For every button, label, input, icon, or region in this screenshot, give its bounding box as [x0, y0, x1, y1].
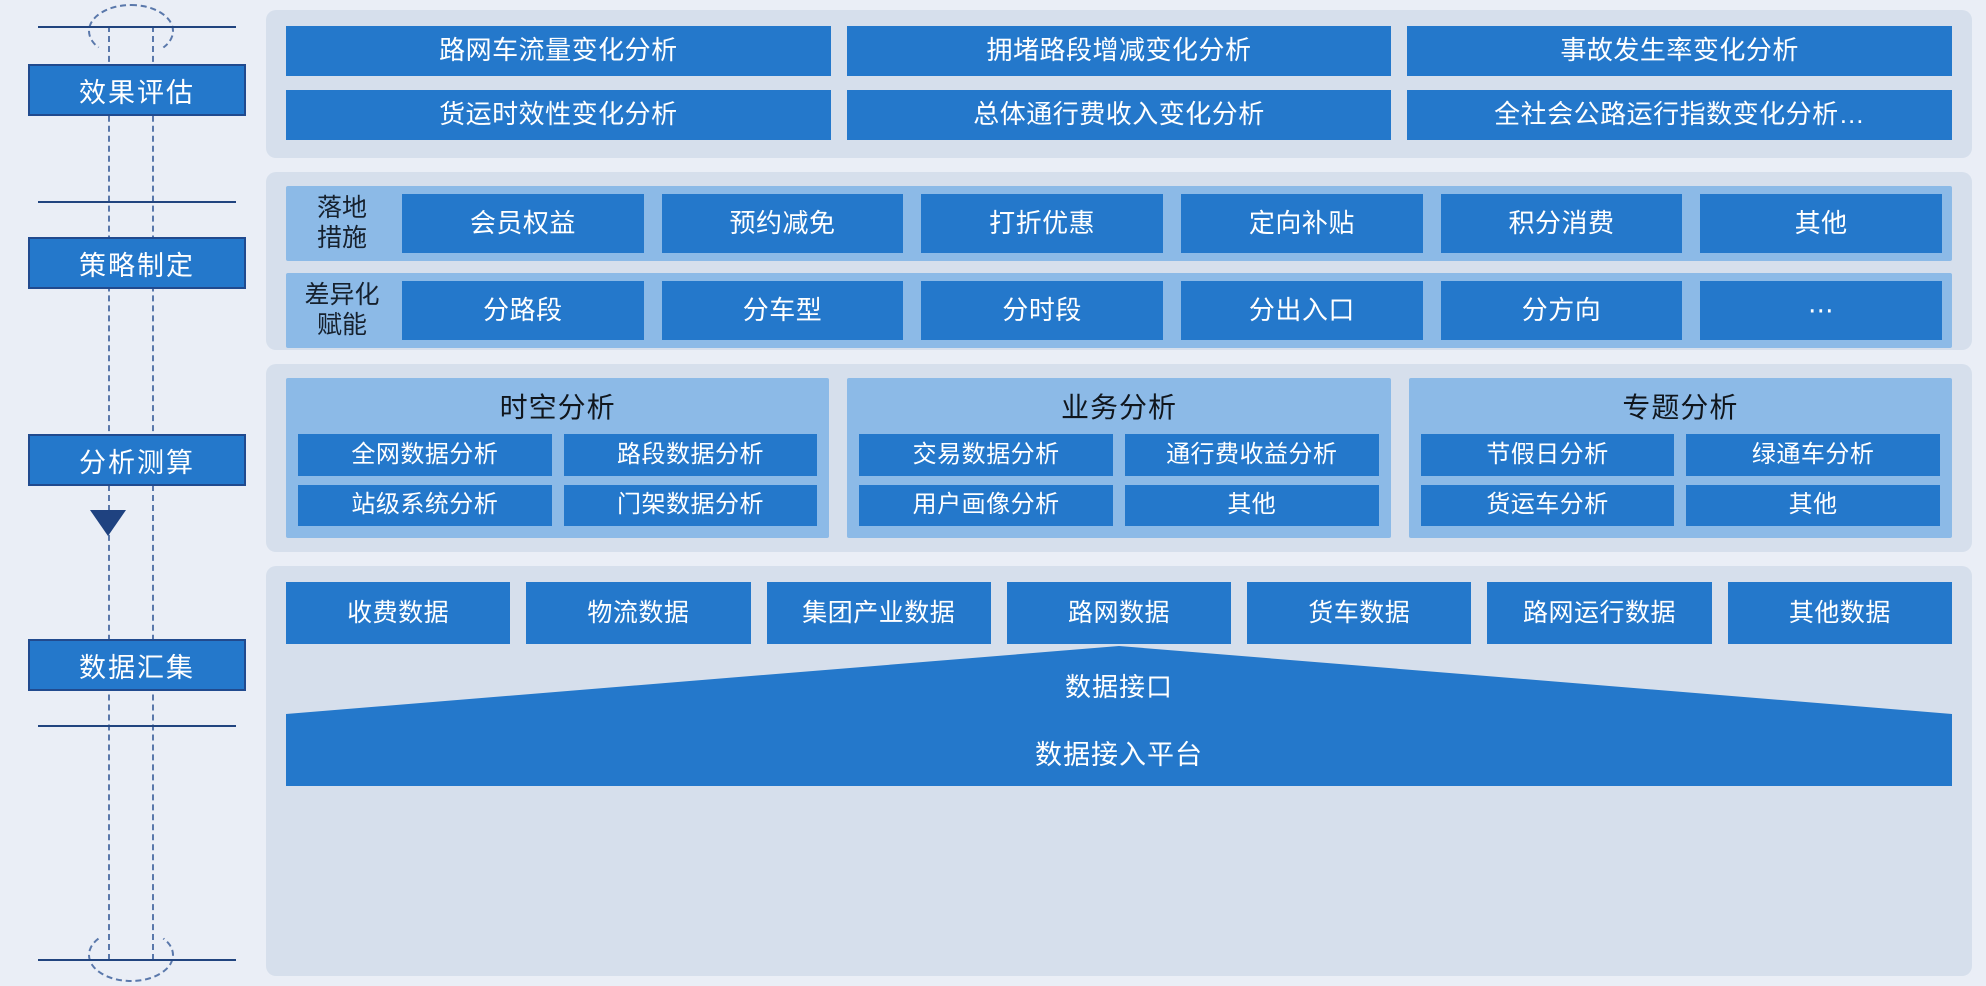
- analysis-item[interactable]: 路段数据分析: [563, 434, 818, 476]
- stage-item-data-collection[interactable]: 数据汇集: [28, 639, 246, 691]
- data-source-item[interactable]: 货车数据: [1247, 582, 1472, 644]
- panel-effect-evaluation: 路网车流量变化分析 拥堵路段增减变化分析 事故发生率变化分析 货运时效性变化分析…: [266, 10, 1972, 158]
- stage-item-strategy[interactable]: 策略制定: [28, 237, 246, 289]
- loop-cap-top: [88, 4, 174, 58]
- analysis-item[interactable]: 全网数据分析: [298, 434, 552, 476]
- loop-dash-left: [108, 26, 110, 960]
- analysis-group-title: 业务分析: [1060, 392, 1177, 423]
- effect-item[interactable]: 总体通行费收入变化分析: [846, 90, 1392, 140]
- strategy-item[interactable]: 分方向: [1440, 281, 1683, 340]
- data-source-item[interactable]: 收费数据: [286, 582, 511, 644]
- data-platform-bar[interactable]: 数据接入平台: [286, 718, 1952, 786]
- strategy-item[interactable]: 会员权益: [402, 194, 644, 253]
- data-source-item[interactable]: 集团产业数据: [766, 582, 991, 644]
- stage-label: 数据汇集: [79, 652, 195, 683]
- strategy-item[interactable]: 分路段: [402, 281, 644, 340]
- data-source-item[interactable]: 物流数据: [526, 582, 751, 644]
- analysis-item[interactable]: 其他: [1124, 484, 1379, 526]
- loop-cap-bottom: [88, 928, 174, 982]
- panel-data-collection: 收费数据 物流数据 集团产业数据 路网数据 货车数据 路网运行数据 其他数据 数…: [266, 566, 1972, 976]
- analysis-group-title: 专题分析: [1622, 392, 1739, 423]
- analysis-group-title: 时空分析: [499, 392, 616, 423]
- analysis-group-spatiotemporal: 时空分析 全网数据分析 路段数据分析 站级系统分析 门架数据分析: [286, 378, 830, 538]
- strategy-row-tiles: 分路段 分车型 分时段 分出入口 分方向 ⋯: [402, 281, 1942, 340]
- stage-item-effect-evaluation[interactable]: 效果评估: [28, 64, 246, 116]
- analysis-group-grid: 节假日分析 绿通车分析 货运车分析 其他: [1420, 434, 1940, 526]
- strategy-item[interactable]: 分出入口: [1181, 281, 1423, 340]
- data-platform-label: 数据接入平台: [1035, 739, 1203, 770]
- effect-evaluation-grid: 路网车流量变化分析 拥堵路段增减变化分析 事故发生率变化分析 货运时效性变化分析…: [286, 26, 1952, 142]
- analysis-item[interactable]: 节假日分析: [1420, 434, 1675, 476]
- strategy-item[interactable]: 预约减免: [661, 194, 904, 253]
- data-interface-chevron[interactable]: 数据接口: [286, 646, 1952, 718]
- arrow-down-icon: [90, 510, 126, 536]
- chevron-up-icon: [286, 646, 1952, 718]
- analysis-group-business: 业务分析 交易数据分析 通行费收益分析 用户画像分析 其他: [847, 378, 1391, 538]
- effect-item[interactable]: 全社会公路运行指数变化分析…: [1407, 90, 1952, 140]
- stage-item-analysis[interactable]: 分析测算: [28, 434, 246, 486]
- rail-divider-2: [38, 201, 236, 203]
- data-source-item[interactable]: 路网数据: [1006, 582, 1232, 644]
- strategy-item[interactable]: 其他: [1700, 194, 1942, 253]
- strategy-row-differentiation: 差异化 赋能 分路段 分车型 分时段 分出入口 分方向 ⋯: [286, 273, 1952, 348]
- strategy-item[interactable]: ⋯: [1700, 281, 1942, 340]
- analysis-item[interactable]: 用户画像分析: [859, 484, 1113, 526]
- analysis-item[interactable]: 交易数据分析: [859, 434, 1113, 476]
- data-interface-label: 数据接口: [1064, 672, 1173, 703]
- analysis-item[interactable]: 站级系统分析: [298, 484, 552, 526]
- data-source-item[interactable]: 其他数据: [1727, 582, 1952, 644]
- stage-label: 分析测算: [79, 447, 195, 478]
- loop-dash-right: [152, 26, 154, 960]
- strategy-item[interactable]: 分时段: [921, 281, 1163, 340]
- strategy-row-label: 差异化 赋能: [304, 281, 380, 339]
- analysis-group-grid: 交易数据分析 通行费收益分析 用户画像分析 其他: [859, 434, 1379, 526]
- stage-label: 效果评估: [79, 77, 195, 108]
- stage-rail: 效果评估 策略制定 分析测算 数据汇集: [0, 0, 266, 986]
- effect-item[interactable]: 事故发生率变化分析: [1407, 26, 1952, 76]
- panel-analysis: 时空分析 全网数据分析 路段数据分析 站级系统分析 门架数据分析 业务分析 交易…: [266, 364, 1972, 552]
- analysis-item[interactable]: 货运车分析: [1420, 484, 1675, 526]
- rail-divider-1: [38, 26, 236, 28]
- strategy-item[interactable]: 定向补贴: [1181, 194, 1423, 253]
- strategy-item[interactable]: 打折优惠: [921, 194, 1163, 253]
- effect-item[interactable]: 拥堵路段增减变化分析: [846, 26, 1392, 76]
- strategy-row-tiles: 会员权益 预约减免 打折优惠 定向补贴 积分消费 其他: [402, 194, 1942, 253]
- data-source-row: 收费数据 物流数据 集团产业数据 路网数据 货车数据 路网运行数据 其他数据: [286, 582, 1952, 644]
- analysis-group-thematic: 专题分析 节假日分析 绿通车分析 货运车分析 其他: [1408, 378, 1952, 538]
- effect-item[interactable]: 路网车流量变化分析: [286, 26, 831, 76]
- analysis-group-grid: 全网数据分析 路段数据分析 站级系统分析 门架数据分析: [298, 434, 818, 526]
- analysis-item[interactable]: 其他: [1686, 484, 1940, 526]
- strategy-row-measures: 落地 措施 会员权益 预约减免 打折优惠 定向补贴 积分消费 其他: [286, 186, 1952, 261]
- analysis-item[interactable]: 通行费收益分析: [1124, 434, 1379, 476]
- strategy-row-label: 落地 措施: [316, 194, 367, 252]
- analysis-item[interactable]: 绿通车分析: [1686, 434, 1940, 476]
- panel-strategy: 落地 措施 会员权益 预约减免 打折优惠 定向补贴 积分消费 其他 差异化 赋能…: [266, 172, 1972, 350]
- rail-divider-4: [38, 725, 236, 727]
- data-source-item[interactable]: 路网运行数据: [1487, 582, 1712, 644]
- rail-divider-5: [38, 959, 236, 961]
- strategy-item[interactable]: 积分消费: [1440, 194, 1683, 253]
- analysis-item[interactable]: 门架数据分析: [563, 484, 818, 526]
- content-column: 路网车流量变化分析 拥堵路段增减变化分析 事故发生率变化分析 货运时效性变化分析…: [266, 0, 1986, 986]
- strategy-item[interactable]: 分车型: [661, 281, 904, 340]
- effect-item[interactable]: 货运时效性变化分析: [286, 90, 831, 140]
- stage-label: 策略制定: [79, 250, 195, 281]
